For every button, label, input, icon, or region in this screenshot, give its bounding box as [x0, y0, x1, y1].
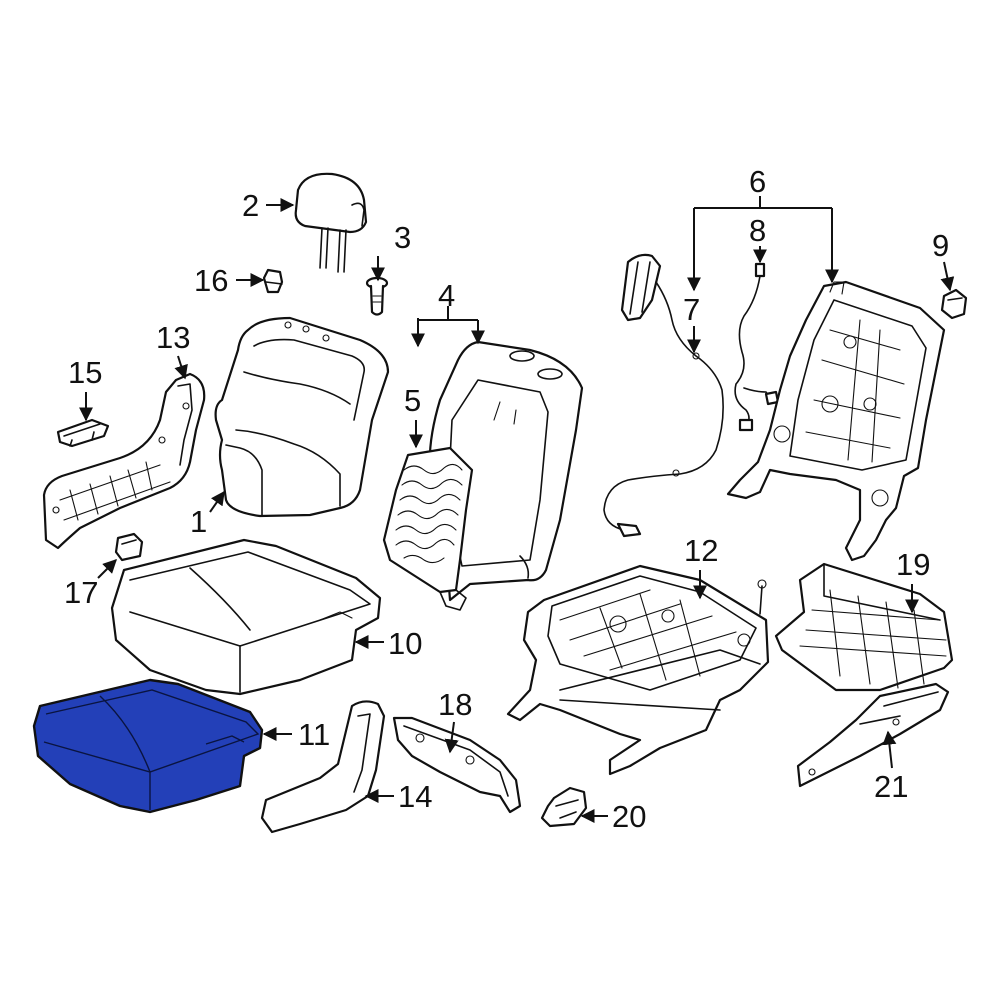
callout-10: 10 [388, 626, 422, 661]
callout-21: 21 [874, 769, 908, 804]
callout-19: 19 [896, 547, 930, 582]
callout-20: 20 [612, 799, 646, 834]
part-12-seat-track[interactable] [506, 564, 770, 776]
part-5-lumbar-support[interactable] [382, 446, 474, 611]
callout-1: 1 [190, 504, 207, 539]
callout-4: 4 [438, 278, 455, 313]
part-10-cushion-cover[interactable] [110, 538, 382, 696]
callout-7: 7 [683, 292, 700, 327]
part-14-side-shield[interactable] [260, 700, 386, 834]
callout-2: 2 [242, 188, 259, 223]
callout-13: 13 [156, 320, 190, 355]
part-19-cushion-pan[interactable] [774, 562, 954, 692]
part-11-cushion-pad[interactable] [32, 678, 264, 814]
callout-12: 12 [684, 533, 718, 568]
part-9-bracket[interactable] [940, 288, 968, 320]
callout-9: 9 [932, 228, 949, 263]
part-2-headrest[interactable] [294, 172, 368, 273]
part-21-rail-cover[interactable] [796, 682, 950, 788]
callout-15: 15 [68, 355, 102, 390]
part-16-clip[interactable] [262, 268, 284, 294]
part-3-headrest-guide[interactable] [365, 276, 389, 316]
callout-14: 14 [398, 779, 432, 814]
callout-6: 6 [749, 164, 766, 199]
part-7-side-airbag[interactable] [603, 253, 724, 538]
part-15-cover[interactable] [56, 418, 110, 448]
part-18-trim-panel[interactable] [392, 716, 522, 814]
part-13-side-trim[interactable] [42, 372, 206, 550]
part-6-seatback-frame[interactable] [726, 280, 946, 562]
callout-16: 16 [194, 263, 228, 298]
callout-labels: 2 3 16 4 5 6 8 7 9 13 15 1 17 10 11 12 1… [64, 164, 949, 834]
part-8-sensor-wire[interactable] [734, 262, 780, 432]
callout-11: 11 [298, 717, 330, 752]
callout-18: 18 [438, 687, 472, 722]
callout-5: 5 [404, 383, 421, 418]
part-20-clip[interactable] [540, 786, 588, 828]
part-17-switch[interactable] [114, 532, 144, 562]
part-1-seatback-cover[interactable] [214, 316, 390, 518]
callout-8: 8 [749, 213, 766, 248]
leader-lines [79, 196, 955, 823]
callout-17: 17 [64, 575, 98, 610]
callout-3: 3 [394, 220, 411, 255]
